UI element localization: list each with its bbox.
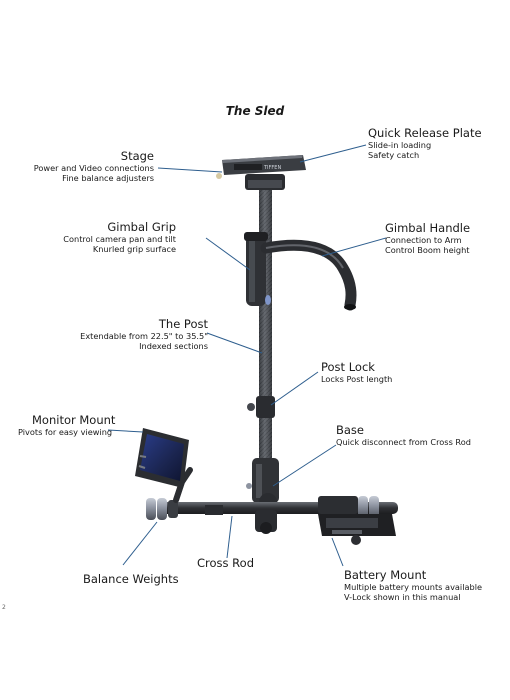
stage <box>245 174 285 190</box>
leader-cross-rod <box>226 515 233 559</box>
leader-balance-weights <box>122 521 158 566</box>
balance-weights-left <box>146 498 223 520</box>
callout-title: Battery Mount <box>344 568 427 582</box>
callout-title: Post Lock <box>321 360 375 374</box>
callout-the-post: The Post Extendable from 22.5" to 35.5" … <box>80 317 208 351</box>
callout-line: Control camera pan and tilt <box>63 233 176 244</box>
callout-cross-rod: Cross Rod <box>197 556 254 571</box>
callout-line: Multiple battery mounts available <box>344 581 483 592</box>
monitor-mount <box>135 428 193 503</box>
page-number: 2 <box>2 604 6 611</box>
callout-line: Indexed sections <box>139 340 208 351</box>
leader-base <box>272 444 337 487</box>
leader-post-lock <box>270 371 319 406</box>
callout-battery-mount: Battery Mount Multiple battery mounts av… <box>344 568 483 602</box>
callout-line: Slide-in loading <box>368 139 432 150</box>
stage-brand-label: TIFFEN <box>263 165 281 171</box>
callout-title: Base <box>336 423 365 437</box>
callout-title: Gimbal Grip <box>107 220 176 234</box>
callout-stage: Stage Power and Video connections Fine b… <box>33 149 154 183</box>
callout-title: Gimbal Handle <box>385 221 471 235</box>
leader-quick-release <box>299 144 367 163</box>
callout-line: Connection to Arm <box>385 234 462 245</box>
leader-lines <box>107 144 387 567</box>
callout-title: The Post <box>158 317 208 331</box>
callout-monitor-mount: Monitor Mount Pivots for easy viewing <box>18 413 116 438</box>
callout-line: Knurled grip surface <box>92 243 176 254</box>
callout-line: Locks Post length <box>321 373 393 384</box>
callout-title: Cross Rod <box>197 556 254 570</box>
leader-post <box>206 332 263 354</box>
callout-line: Extendable from 22.5" to 35.5" <box>80 330 208 341</box>
diagram-title: The Sled <box>225 104 285 118</box>
leader-battery-mount <box>331 537 344 567</box>
balance-weights-right <box>358 496 379 518</box>
callout-title: Quick Release Plate <box>368 126 482 140</box>
callout-line: Control Boom height <box>385 244 470 255</box>
callout-quick-release-plate: Quick Release Plate Slide-in loading Saf… <box>368 126 482 160</box>
callout-balance-weights: Balance Weights <box>83 572 179 587</box>
callout-base: Base Quick disconnect from Cross Rod <box>336 423 471 448</box>
callout-line: Safety catch <box>368 149 420 160</box>
leader-gimbal-handle <box>321 237 387 257</box>
callout-gimbal-grip: Gimbal Grip Control camera pan and tilt … <box>63 220 176 254</box>
callout-title: Balance Weights <box>83 572 179 586</box>
callout-gimbal-handle: Gimbal Handle Connection to Arm Control … <box>385 221 471 255</box>
quick-release-plate: TIFFEN <box>216 155 306 179</box>
callout-title: Stage <box>120 149 154 163</box>
callout-line: Quick disconnect from Cross Rod <box>336 436 471 447</box>
battery-mount <box>318 496 396 545</box>
callout-line: Power and Video connections <box>33 162 154 173</box>
callout-line: Pivots for easy viewing <box>18 426 113 437</box>
gimbal-handle <box>260 239 357 311</box>
callout-post-lock: Post Lock Locks Post length <box>321 360 393 385</box>
post <box>259 188 272 468</box>
callout-line: V-Lock shown in this manual <box>344 591 461 602</box>
post-lock <box>247 396 275 418</box>
leader-monitor-mount <box>107 429 144 433</box>
gimbal-grip <box>244 232 271 306</box>
leader-stage <box>157 167 223 173</box>
callout-line: Fine balance adjusters <box>62 172 154 183</box>
callout-title: Monitor Mount <box>32 413 116 427</box>
leader-gimbal-grip <box>205 237 251 271</box>
